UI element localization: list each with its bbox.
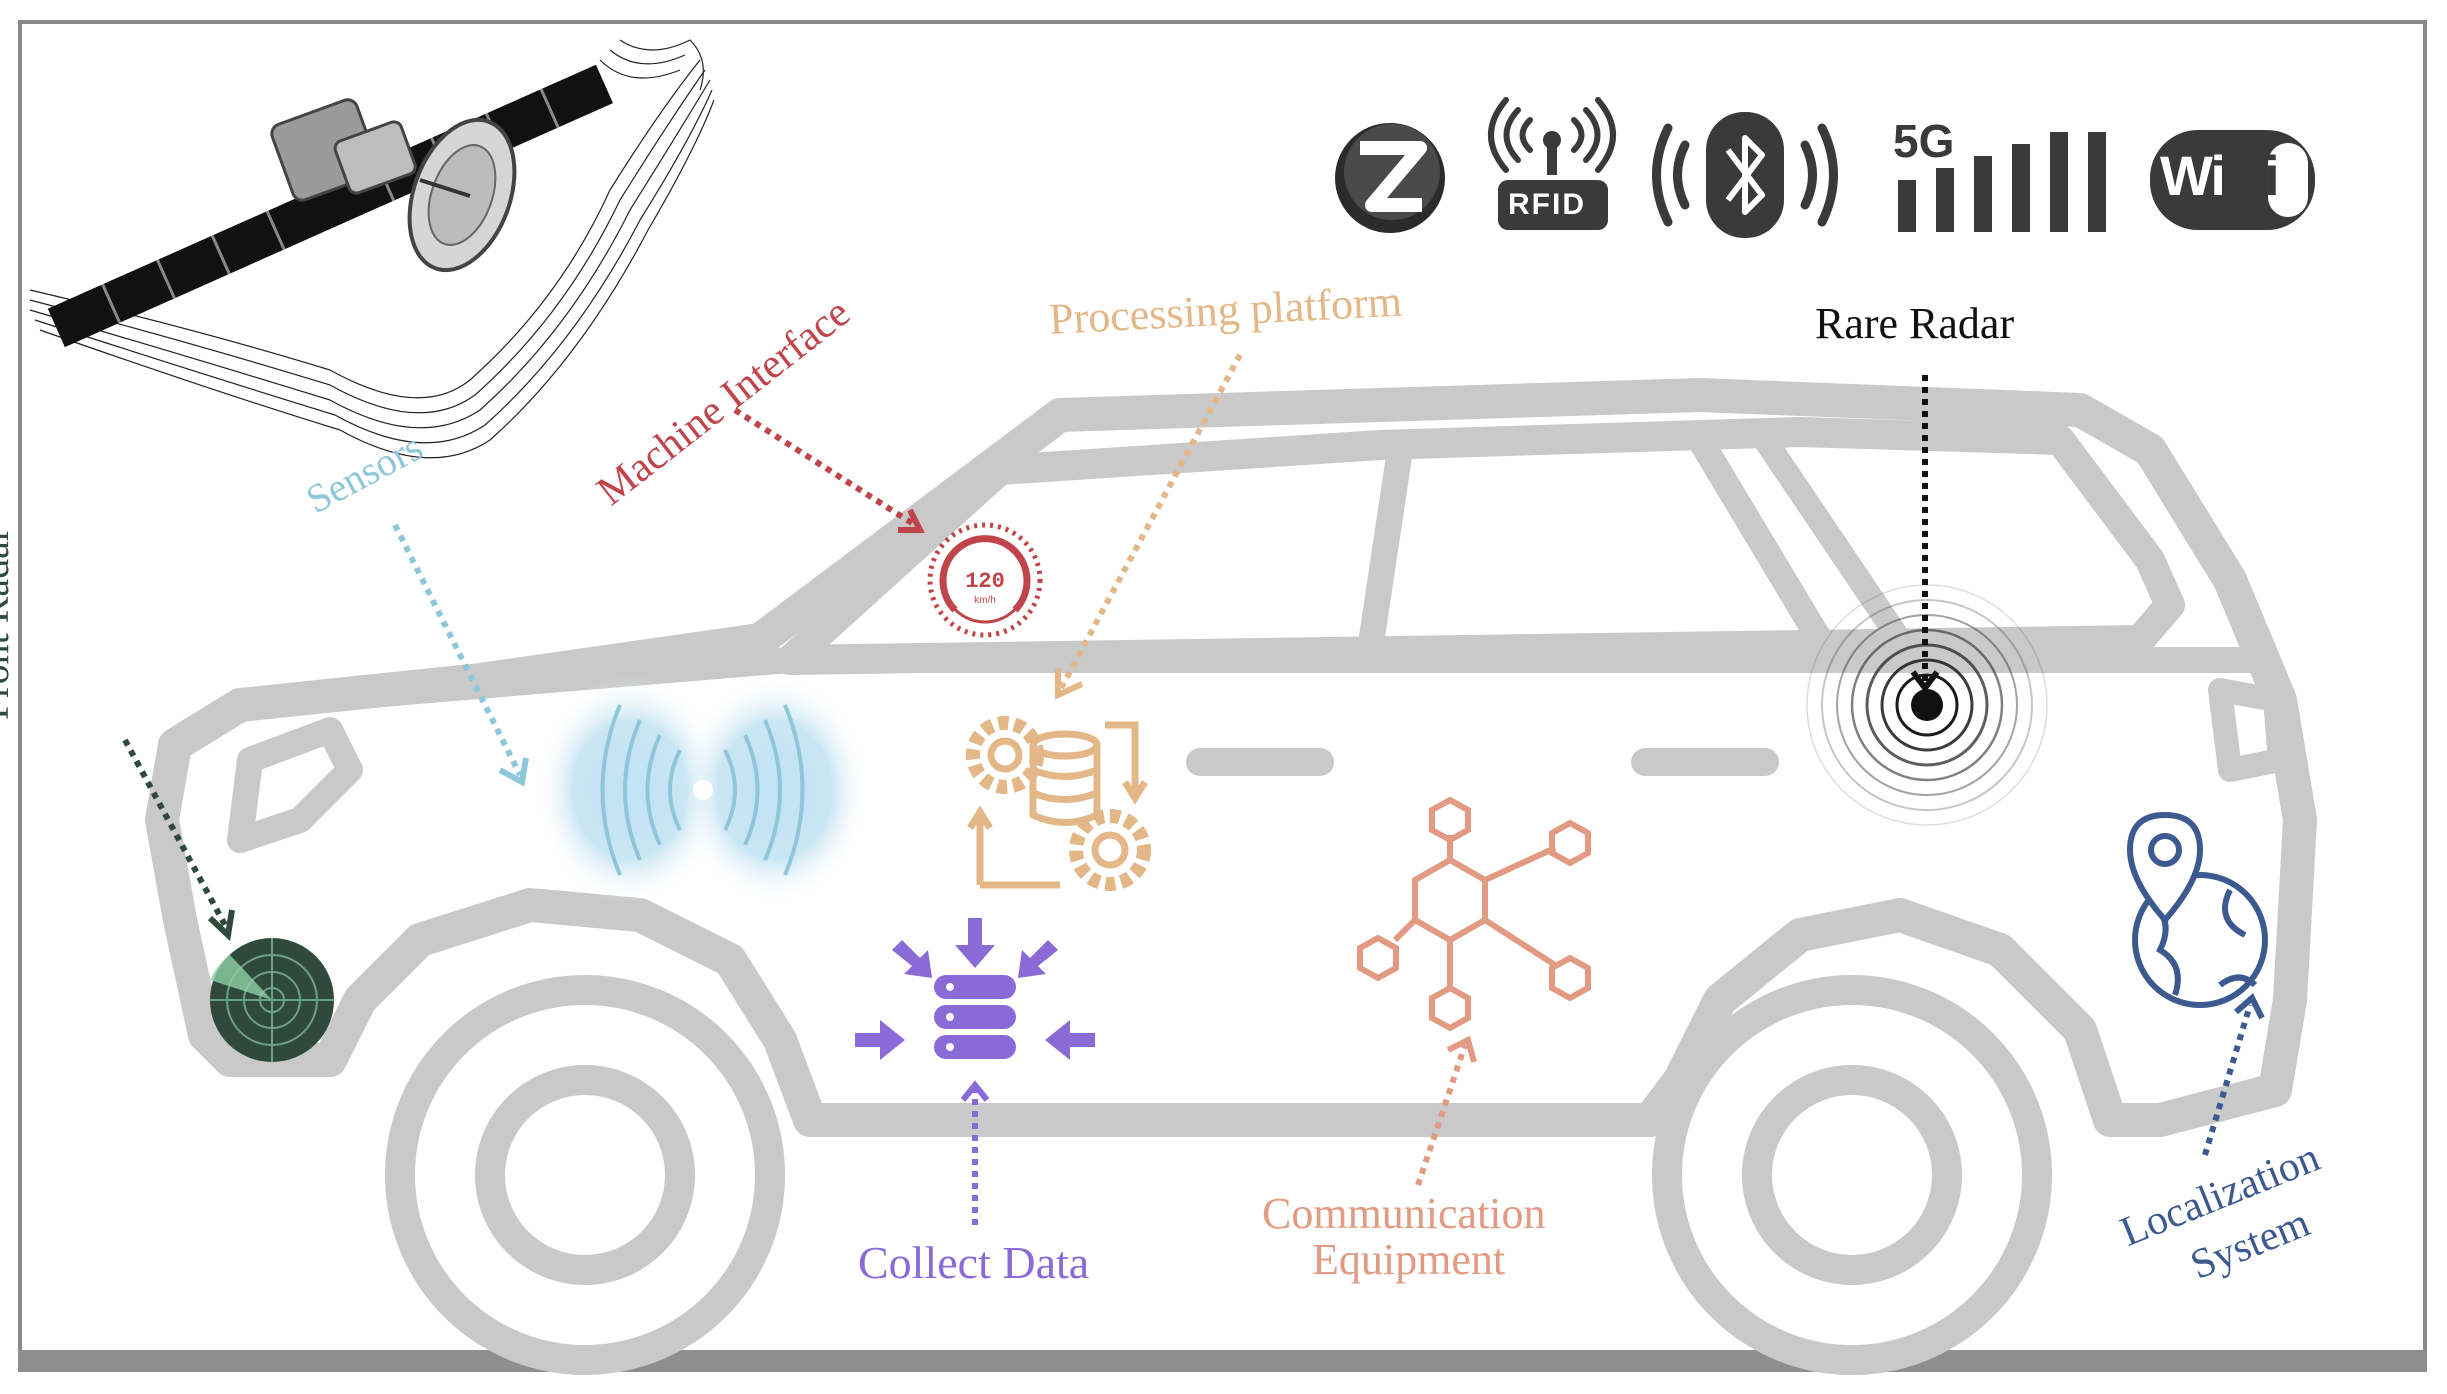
- headlight-outline: [227, 717, 363, 853]
- communication-equipment-arrow: [1415, 1044, 1468, 1186]
- satellite-illustration: [29, 39, 715, 459]
- sensor-wave-icon: [535, 675, 870, 905]
- d-pillar: [1753, 428, 1912, 652]
- five-g-signal-icon: [1898, 132, 2106, 232]
- collect-data-label: Collect Data: [858, 1237, 1090, 1288]
- speed-unit: km/h: [974, 595, 996, 606]
- rare-radar-label: Rare Radar: [1815, 299, 2015, 348]
- speedometer-icon: [927, 522, 1043, 638]
- car-body-outline: [145, 378, 2317, 1137]
- c-pillar: [1687, 427, 1833, 653]
- rfid-icon: [1488, 97, 1616, 230]
- front-wheel-outer: [385, 975, 785, 1375]
- rear-wheel-outer: [1652, 975, 2052, 1375]
- bluetooth-icon: [1652, 112, 1838, 238]
- communication-equipment-label-line1: Communication: [1262, 1189, 1546, 1238]
- sensors-arrow: [392, 523, 523, 777]
- front-wheel-inner: [475, 1065, 695, 1285]
- zigbee-icon: [1335, 123, 1445, 233]
- front-radar-label: Front Radar: [0, 527, 17, 720]
- machine-interface-arrow: [733, 407, 917, 528]
- rfid-text: RFID: [1508, 188, 1586, 221]
- wifi-icon: [2150, 130, 2315, 230]
- communication-equipment-label-line2: Equipment: [1312, 1235, 1506, 1284]
- taillight-outline: [2208, 678, 2292, 782]
- car-outline: [145, 378, 2317, 1375]
- window-frame-outline: [775, 417, 2185, 675]
- database-collect-icon: [855, 918, 1095, 1060]
- speed-readout: 120: [965, 569, 1005, 594]
- localization-system-arrow: [2202, 1004, 2253, 1156]
- processing-gears-icon: [966, 716, 1151, 891]
- rear-wheel-inner: [1742, 1065, 1962, 1285]
- globe-location-pin-icon: [2126, 811, 2268, 1008]
- processing-platform-arrow: [1057, 353, 1243, 692]
- belt-line: [237, 647, 2263, 718]
- network-hexagon-icon: [1357, 796, 1591, 1032]
- five-g-text: 5G: [1893, 115, 1955, 167]
- b-pillar: [1357, 437, 1413, 663]
- front-radar-icon: [210, 938, 334, 1062]
